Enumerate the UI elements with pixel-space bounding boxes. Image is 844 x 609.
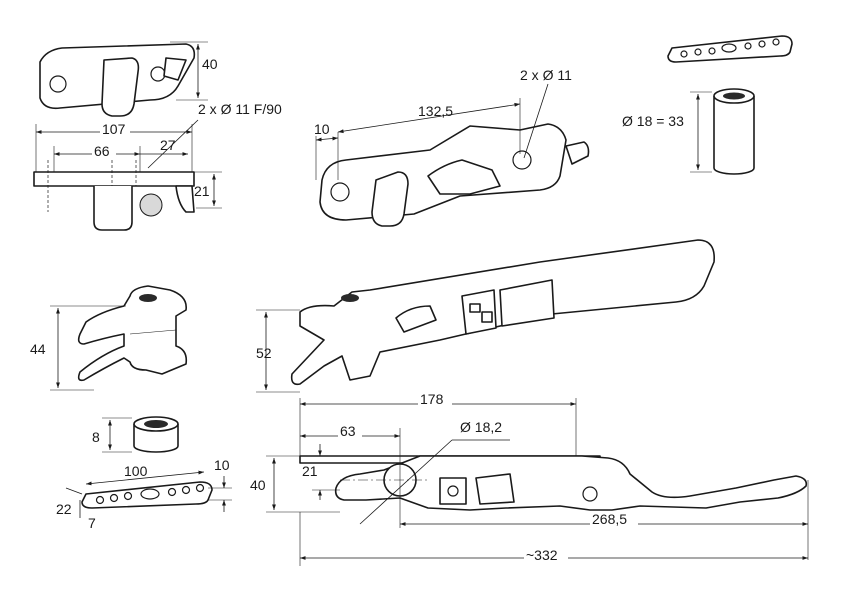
lever-height-label: 52 [256, 345, 272, 361]
spacer-ring [133, 416, 179, 453]
side-reach-label: 268,5 [592, 511, 627, 527]
strip-offset-label: 22 [56, 501, 72, 517]
plate-height-label: 40 [202, 56, 218, 72]
keeper-offset-label: 10 [314, 121, 330, 137]
plate-depth-dim: 21 [194, 171, 222, 209]
keeper-holes-label: 2 x Ø 11 [520, 67, 572, 83]
side-depth-label: 21 [302, 463, 318, 479]
plate-holes-label: 2 x Ø 11 F/90 [198, 101, 282, 117]
side-height-dim: 40 [250, 455, 340, 513]
keeper-length-dim: 132,5 [337, 98, 521, 154]
keeper-offset-dim: 10 [314, 121, 339, 180]
strip-width-label: 10 [214, 457, 230, 473]
side-depth-dim: 21 [302, 444, 340, 500]
side-length-dim: 178 [299, 391, 577, 456]
strip-offset-dim: 22 7 [56, 487, 96, 531]
strip-thickness-label: 7 [88, 515, 96, 531]
spacer-height-label: 8 [92, 429, 100, 445]
roller-dim: Ø 18 = 33 [622, 91, 712, 173]
plate-spacing-dim: 66 27 [53, 137, 188, 172]
strip-length-label: 100 [124, 463, 148, 479]
plate-offset-label: 27 [160, 137, 176, 153]
strip-width-dim: 10 [208, 457, 232, 512]
lever-side-view [299, 455, 808, 511]
plate-holes-leader: 2 x Ø 11 F/90 [147, 101, 282, 169]
cam-height-label: 44 [30, 341, 46, 357]
overall-length-label: ~332 [526, 547, 558, 563]
keeper-length-label: 132,5 [418, 103, 453, 119]
side-roller-label: Ø 18,2 [460, 419, 502, 435]
small-strip-bottom [81, 481, 213, 509]
keeper-3d [319, 123, 590, 227]
side-offset-label: 63 [340, 423, 356, 439]
overall-length-dim: ~332 [299, 512, 808, 566]
small-strip-top [667, 35, 793, 63]
plate-height-dim: 40 [170, 41, 218, 101]
lever-handle-3d [290, 239, 715, 386]
strip-length-dim: 100 [85, 463, 205, 486]
roller-spec-label: Ø 18 = 33 [622, 113, 684, 129]
side-reach-dim: 268,5 [400, 480, 809, 560]
plate-length-label: 107 [102, 121, 126, 137]
plate-length-dim: 107 [35, 121, 193, 172]
lever-height-dim: 52 [256, 309, 300, 393]
spacer-dim: 8 [92, 417, 132, 453]
cam-height-dim: 44 [30, 305, 126, 391]
cam-part [77, 285, 188, 382]
mounting-plate-3d [39, 43, 196, 117]
plate-spacing-label: 66 [94, 143, 110, 159]
side-roller-leader: Ø 18,2 [359, 419, 510, 525]
side-offset-dim: 63 [300, 423, 401, 528]
keeper-holes-leader: 2 x Ø 11 [520, 67, 572, 159]
plate-section [33, 160, 195, 231]
side-length-label: 178 [420, 391, 444, 407]
plate-depth-label: 21 [194, 183, 210, 199]
roller-cylinder [713, 88, 755, 175]
side-height-label: 40 [250, 477, 266, 493]
